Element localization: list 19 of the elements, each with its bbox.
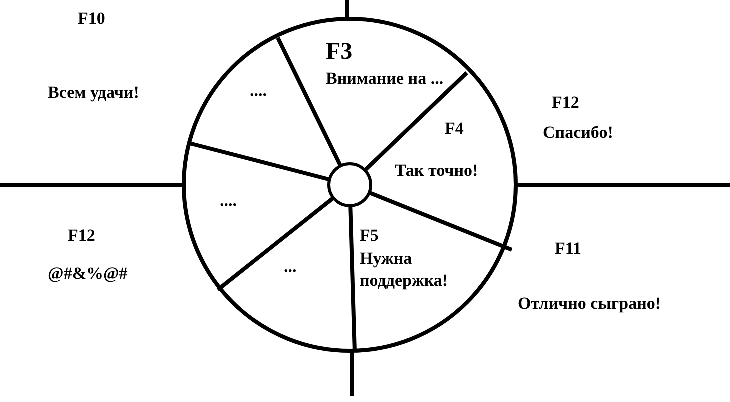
phrase-label: Внимание на ...: [326, 68, 444, 90]
radial-wheel: [182, 17, 518, 353]
phrase-label: Нужна поддержка!: [360, 248, 450, 292]
phrase-label: Отлично сыграно!: [518, 293, 662, 315]
phrase-label: ....: [250, 80, 267, 102]
phrase-label: @#&%@#: [48, 263, 128, 285]
key-label: F4: [445, 118, 464, 140]
center-circle: [327, 162, 373, 208]
key-label: F5: [360, 225, 379, 247]
key-label: F12: [552, 92, 580, 114]
key-label: F10: [78, 8, 106, 30]
phrase-label: Так точно!: [395, 160, 478, 182]
phrase-label: ....: [220, 190, 237, 212]
key-label: F3: [326, 38, 353, 67]
key-label: F11: [555, 238, 582, 260]
phrase-label: Всем удачи!: [48, 82, 140, 104]
key-label: F12: [68, 225, 96, 247]
phrase-label: ...: [284, 256, 297, 278]
phrase-label: Спасибо!: [543, 122, 614, 144]
